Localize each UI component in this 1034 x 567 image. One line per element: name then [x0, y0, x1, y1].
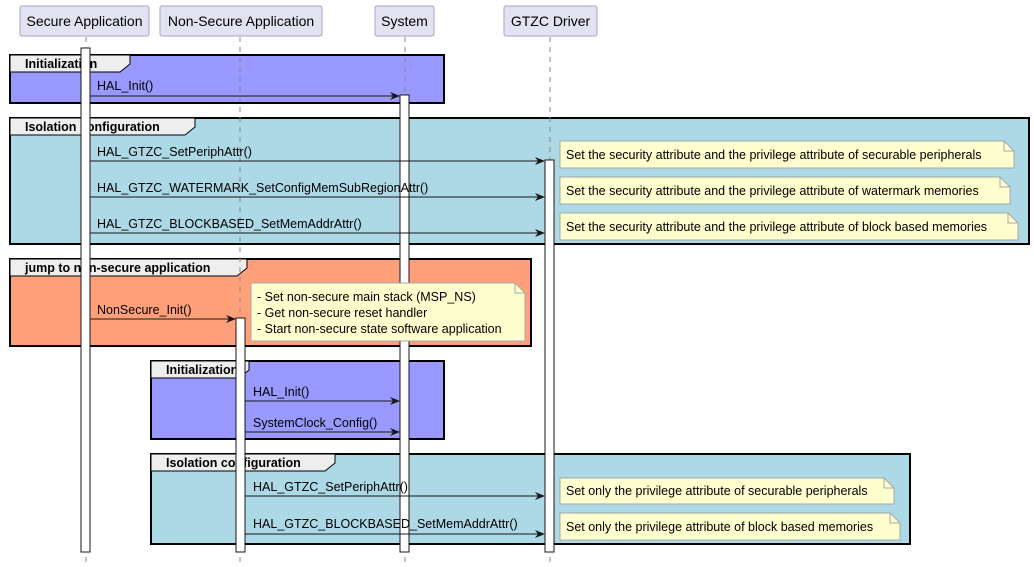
participant-label: Secure Application — [27, 13, 143, 29]
note-text: Set the security attribute and the privi… — [566, 148, 982, 162]
note-nonsecure-steps: - Set non-secure main stack (MSP_NS) - G… — [250, 282, 526, 342]
note-securable-peripherals: Set the security attribute and the privi… — [559, 140, 1015, 169]
note-privilege-block-memories: Set only the privilege attribute of bloc… — [559, 512, 901, 541]
group-title: Initialization — [166, 363, 238, 377]
message-labels: HAL_Init() HAL_GTZC_SetPeriphAttr() HAL_… — [97, 79, 518, 531]
participant-label: Non-Secure Application — [168, 13, 314, 29]
participant-label: GTZC Driver — [511, 13, 591, 29]
message-label: NonSecure_Init() — [97, 303, 192, 317]
message-label: HAL_GTZC_BLOCKBASED_SetMemAddrAttr() — [97, 217, 362, 231]
message-label: HAL_GTZC_BLOCKBASED_SetMemAddrAttr() — [253, 517, 518, 531]
participant-nonsecure-application: Non-Secure Application — [159, 5, 323, 37]
messages — [90, 92, 545, 538]
group-title: Isolation configuration — [166, 456, 301, 470]
note-text: Set the security attribute and the privi… — [566, 220, 987, 234]
participant-gtzc-driver: GTZC Driver — [503, 5, 598, 37]
note-line: - Get non-secure reset handler — [257, 306, 427, 320]
note-privilege-peripherals: Set only the privilege attribute of secu… — [559, 477, 895, 505]
note-line: - Set non-secure main stack (MSP_NS) — [257, 290, 476, 304]
message-label: HAL_GTZC_WATERMARK_SetConfigMemSubRegion… — [97, 181, 428, 195]
group-title: jump to non-secure application — [24, 261, 210, 275]
message-label: HAL_Init() — [253, 385, 309, 399]
note-watermark-memories: Set the security attribute and the privi… — [559, 176, 1011, 205]
activation-nonsecure-application — [235, 317, 246, 553]
participant-system: System — [374, 5, 435, 37]
participant-label: System — [381, 13, 428, 29]
message-label: HAL_Init() — [97, 79, 153, 93]
note-block-based-memories: Set the security attribute and the privi… — [559, 212, 1019, 241]
message-label: HAL_GTZC_SetPeriphAttr() — [97, 145, 252, 159]
note-line: - Start non-secure state software applic… — [257, 322, 502, 336]
message-label: HAL_GTZC_SetPeriphAttr() — [253, 480, 408, 494]
activation-secure-application — [80, 47, 91, 553]
note-text: Set the security attribute and the privi… — [566, 184, 979, 198]
note-text: Set only the privilege attribute of secu… — [566, 484, 868, 498]
participant-secure-application: Secure Application — [19, 5, 150, 37]
group-title: Initialization — [25, 57, 97, 71]
note-text: Set only the privilege attribute of bloc… — [566, 520, 873, 534]
activation-gtzc-driver — [544, 159, 555, 553]
message-label: SystemClock_Config() — [253, 416, 377, 430]
group-title: Isolation configuration — [25, 120, 160, 134]
